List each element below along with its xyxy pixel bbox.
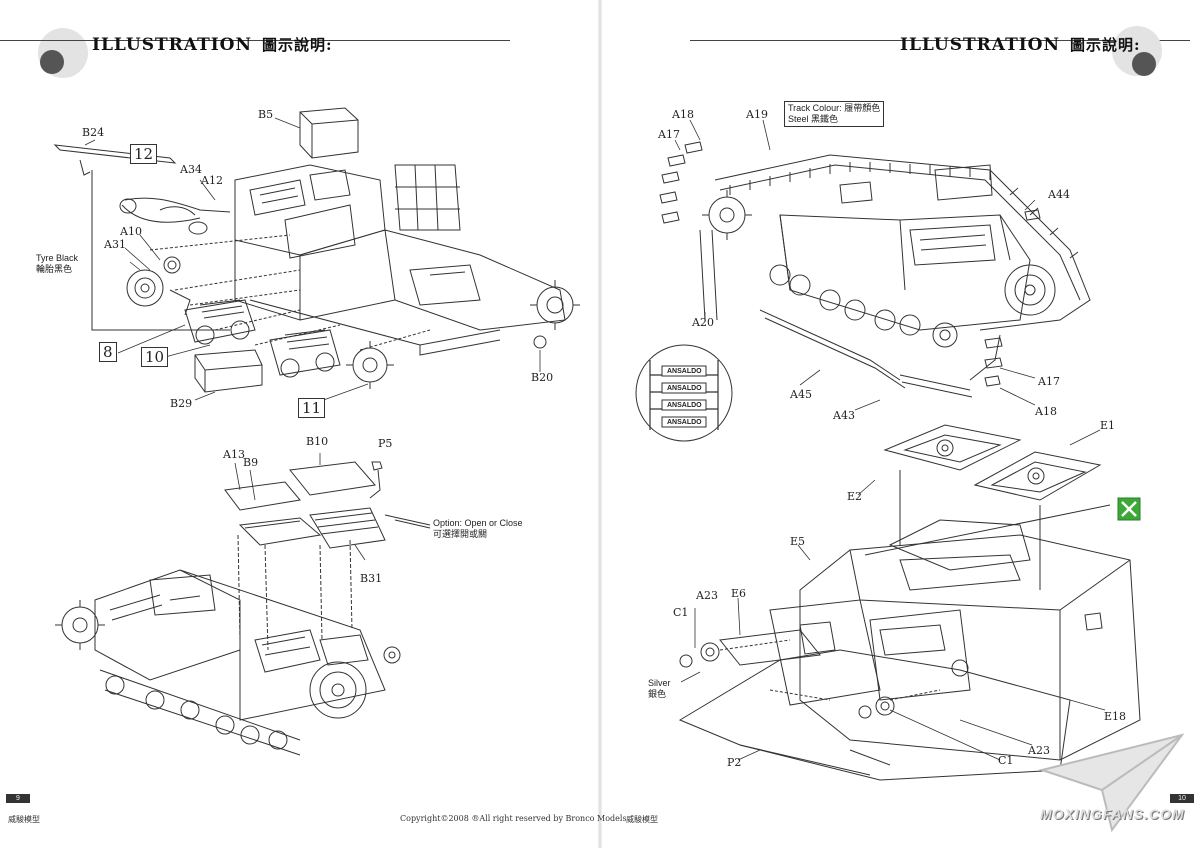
label-leaders	[84, 117, 1106, 761]
watermark-text: MOXINGFANS.COM	[1040, 806, 1185, 822]
note-steel-cn: 黑鐵色	[811, 114, 839, 124]
ansaldo-mark-4: ANSALDO	[667, 419, 702, 426]
note-option-cn: 可選擇開或關	[433, 529, 488, 539]
step-number-8: 8	[99, 342, 117, 362]
page-title: ILLUSTRATION 圖示說明:	[92, 34, 333, 55]
label-B20: B20	[531, 371, 554, 384]
right-top-assembly	[635, 141, 1091, 442]
header-title-cn-right: 圖示說明:	[1070, 36, 1141, 54]
label-A34: A34	[180, 163, 202, 176]
label-B29: B29	[170, 397, 193, 410]
footer-brand-left: 威駿模型	[8, 815, 40, 824]
label-E1: E1	[1100, 419, 1116, 432]
step-number-10: 10	[141, 347, 169, 367]
note-tyre-cn: 輪胎黑色	[36, 264, 73, 274]
label-A31: A31	[104, 238, 126, 251]
label-E18: E18	[1104, 710, 1127, 723]
header-title-en-right: ILLUSTRATION	[900, 35, 1061, 55]
label-C1-left: C1	[673, 606, 689, 619]
label-A18-bottom: A18	[1035, 405, 1057, 418]
header-rule	[0, 40, 510, 41]
note-silver-cn: 銀色	[648, 689, 667, 699]
label-A43: A43	[833, 409, 855, 422]
label-A13: A13	[223, 448, 245, 461]
label-C1-right: C1	[998, 754, 1014, 767]
note-track-cn: 履帶顏色	[844, 103, 881, 113]
page-gutter	[598, 0, 602, 848]
label-P5: P5	[378, 437, 393, 450]
label-A23-right: A23	[1028, 744, 1050, 757]
label-E6: E6	[731, 587, 747, 600]
right-page: ILLUSTRATION 圖示說明:	[600, 0, 1200, 848]
label-A17-top: A17	[658, 128, 680, 141]
note-option-en: Option: Open or Close	[433, 518, 523, 528]
note-tyre-black: Tyre Black 輪胎黑色	[36, 253, 78, 275]
footer-brand-right: 威駿模型	[626, 815, 658, 824]
label-A12: A12	[201, 174, 223, 187]
note-steel-en: Steel	[788, 114, 809, 124]
header-circle-small-right	[1132, 52, 1156, 76]
footer-copyright: Copyright©2008 ®All right reserved by Br…	[400, 814, 627, 823]
note-silver-en: Silver	[648, 678, 671, 688]
label-E2: E2	[847, 490, 863, 503]
page-number-left: 9	[6, 794, 30, 803]
ansaldo-mark-1: ANSALDO	[667, 368, 702, 375]
header-rule-right	[690, 40, 1190, 41]
page-title-right: ILLUSTRATION 圖示說明:	[900, 34, 1141, 55]
ansaldo-mark-2: ANSALDO	[667, 385, 702, 392]
label-A17-bottom: A17	[1038, 375, 1060, 388]
label-A18-top: A18	[672, 108, 694, 121]
note-silver: Silver 銀色	[648, 678, 671, 700]
label-A10: A10	[120, 225, 142, 238]
label-A19: A19	[746, 108, 768, 121]
right-bottom-assembly	[678, 424, 1141, 781]
header-circle-small	[40, 50, 64, 74]
step-number-11: 11	[298, 398, 326, 418]
watermark-plane-icon	[1038, 733, 1185, 833]
label-A44: A44	[1048, 188, 1070, 201]
header-title-cn: 圖示說明:	[262, 36, 333, 54]
label-B31: B31	[360, 572, 383, 585]
label-P2: P2	[727, 756, 742, 769]
ansaldo-mark-3: ANSALDO	[667, 402, 702, 409]
label-B9: B9	[243, 456, 259, 469]
note-tyre-en: Tyre Black	[36, 253, 79, 263]
label-B24: B24	[82, 126, 105, 139]
left-bottom-assembly	[55, 461, 431, 756]
label-A23-left: A23	[696, 589, 718, 602]
note-track-en: Track Colour:	[788, 103, 842, 113]
note-option: Option: Open or Close 可選擇開或關	[433, 518, 523, 540]
label-A45: A45	[790, 388, 812, 401]
left-top-assembly	[53, 107, 580, 393]
page-number-right: 10	[1170, 794, 1194, 803]
left-page: ILLUSTRATION 圖示說明:	[0, 28, 510, 78]
label-B5: B5	[258, 108, 274, 121]
header-title-en: ILLUSTRATION	[92, 35, 253, 55]
label-B10: B10	[306, 435, 329, 448]
step-number-12: 12	[130, 144, 158, 164]
label-E5: E5	[790, 535, 806, 548]
note-track-colour: Track Colour: 履帶顏色 Steel 黑鐵色	[784, 101, 885, 127]
label-A20: A20	[692, 316, 714, 329]
